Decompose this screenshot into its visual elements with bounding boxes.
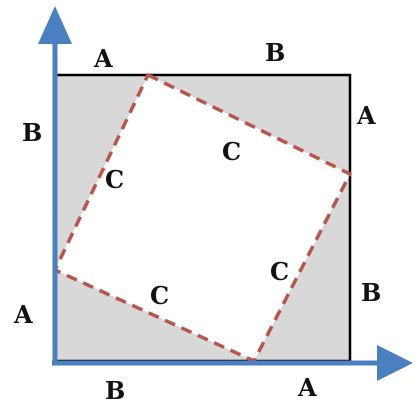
label-hyp-top: C [222,137,241,166]
label-hyp-bottom: C [150,281,169,310]
label-right-a: A [356,101,376,130]
label-right-b: B [361,278,381,307]
label-bottom-b: B [105,376,125,403]
x-axis-arrow [377,345,413,381]
label-bottom-a: A [297,373,317,402]
y-axis-arrow [38,6,72,44]
label-left-b: B [22,118,42,147]
label-top-b: B [265,38,285,67]
label-hyp-right: C [270,257,289,286]
label-left-a: A [13,300,33,329]
label-hyp-left: C [105,165,124,194]
label-top-a: A [93,44,113,73]
